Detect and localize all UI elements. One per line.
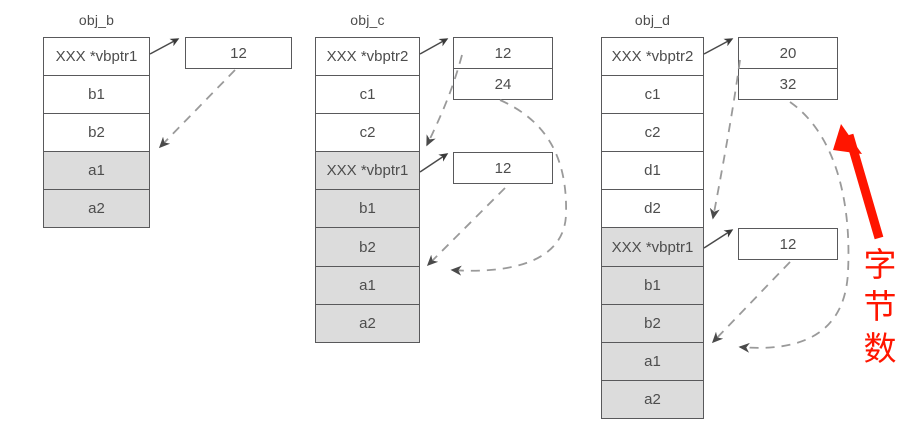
table-row: XXX *vbptr1 [602,228,703,267]
table-row: b1 [44,76,149,115]
table-row: c1 [316,76,419,115]
vbtable-entry: 12 [454,153,552,184]
vbtable-entry: 24 [454,69,552,100]
table-row: a2 [44,190,149,229]
vbtable-c-vbtable2: 12 24 [453,37,553,100]
vbtable-b-vbtable1: 12 [185,37,292,69]
pointer-arrow-c-vbptr1 [419,153,449,173]
table-row: a2 [316,304,419,343]
object-group-obj-d: obj_d XXX *vbptr2 c1 c2 d1 d2 XXX *vbptr… [601,12,704,419]
pointer-arrow-d-vbptr2 [703,38,734,55]
table-row: c1 [602,76,703,115]
offset-arrow-b-12 [158,69,236,149]
annotation-char-2: 节 [863,287,897,327]
table-row: b2 [316,228,419,267]
table-row: c2 [316,114,419,153]
annotation-byte-count: 字 节 数 [857,244,903,371]
vbtable-entry: 12 [186,38,291,69]
offset-arrow-d-32 [738,101,850,353]
pointer-arrow-d-vbptr1 [703,229,734,249]
annotation-red-arrow [833,124,884,240]
table-row: a1 [44,152,149,191]
table-row: a1 [602,342,703,381]
object-table-obj-b: XXX *vbptr1 b1 b2 a1 a2 [43,37,150,229]
vbtable-entry: 32 [739,69,837,100]
object-group-obj-c: obj_c XXX *vbptr2 c1 c2 XXX *vbptr1 b1 b… [315,12,420,343]
offset-arrow-d-12 [711,261,791,344]
table-row: a2 [602,380,703,419]
object-title-obj-c: obj_c [350,12,385,28]
annotation-char-1: 字 [863,245,897,284]
table-row: c2 [602,114,703,153]
table-row: XXX *vbptr1 [316,152,419,191]
vbtable-d-vbtable2: 20 32 [738,37,838,100]
table-row: b1 [602,266,703,305]
offset-arrow-c-24 [450,99,567,276]
annotation-char-3: 数 [863,329,897,369]
vbtable-c-vbtable1: 12 [453,152,553,184]
offset-arrow-c-12-bottom [426,187,506,267]
object-table-obj-c: XXX *vbptr2 c1 c2 XXX *vbptr1 b1 b2 a1 a… [315,37,420,343]
object-title-obj-d: obj_d [634,12,671,28]
table-row: XXX *vbptr1 [44,38,149,77]
pointer-arrow-c-vbptr2 [419,38,449,55]
table-row: XXX *vbptr2 [602,38,703,77]
table-row: b2 [602,304,703,343]
table-row: b2 [44,114,149,153]
object-title-obj-b: obj_b [78,12,115,28]
offset-arrow-d-20 [709,59,741,220]
table-row: d1 [602,152,703,191]
pointer-arrow-b-vbptr1 [149,38,180,55]
object-table-obj-d: XXX *vbptr2 c1 c2 d1 d2 XXX *vbptr1 b1 b… [601,37,704,419]
table-row: d2 [602,190,703,229]
vbtable-entry: 12 [454,38,552,69]
vbtable-entry: 20 [739,38,837,69]
object-group-obj-b: obj_b XXX *vbptr1 b1 b2 a1 a2 [43,12,150,229]
table-row: a1 [316,266,419,305]
vbtable-entry: 12 [739,229,837,260]
table-row: XXX *vbptr2 [316,38,419,77]
table-row: b1 [316,190,419,229]
vbtable-d-vbtable1: 12 [738,228,838,260]
